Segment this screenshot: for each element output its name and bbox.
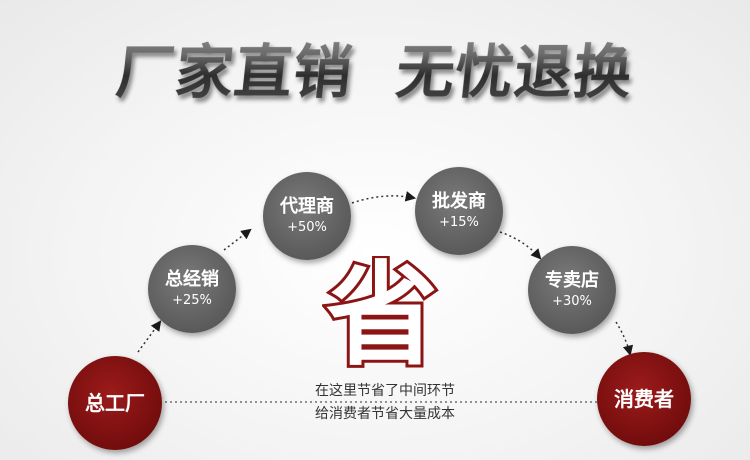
savings-caption-line1: 在这里节省了中间环节 xyxy=(315,383,455,399)
node-general-distributor-name: 总经销 xyxy=(165,269,219,290)
node-general-distributor-markup: +25% xyxy=(172,293,212,308)
save-mark-text: 省 xyxy=(326,256,438,374)
save-mark: 省 xyxy=(323,256,441,374)
node-retail-store-name: 专卖店 xyxy=(545,270,599,291)
connector-agent-to-wholesaler xyxy=(351,191,417,204)
connector-factory-to-general xyxy=(137,320,162,353)
connector-wholesaler-to-retail xyxy=(499,231,542,260)
node-factory-name: 总工厂 xyxy=(85,391,145,415)
connector-general-to-agent xyxy=(223,228,252,251)
node-wholesaler: 批发商 +15% xyxy=(415,167,503,255)
node-wholesaler-markup: +15% xyxy=(439,215,479,230)
node-consumer-name: 消费者 xyxy=(614,387,674,411)
node-retail-store-markup: +30% xyxy=(552,294,592,309)
node-agent: 代理商 +50% xyxy=(263,172,351,260)
connector-retail-to-consumer xyxy=(615,321,634,357)
node-retail-store: 专卖店 +30% xyxy=(528,246,616,334)
node-agent-markup: +50% xyxy=(287,220,327,235)
node-agent-name: 代理商 xyxy=(280,196,334,217)
node-factory: 总工厂 xyxy=(68,356,162,450)
node-general-distributor: 总经销 +25% xyxy=(148,245,236,333)
savings-caption-line2: 给消费者节省大量成本 xyxy=(315,406,455,422)
node-wholesaler-name: 批发商 xyxy=(432,191,486,212)
node-consumer: 消费者 xyxy=(597,352,691,446)
